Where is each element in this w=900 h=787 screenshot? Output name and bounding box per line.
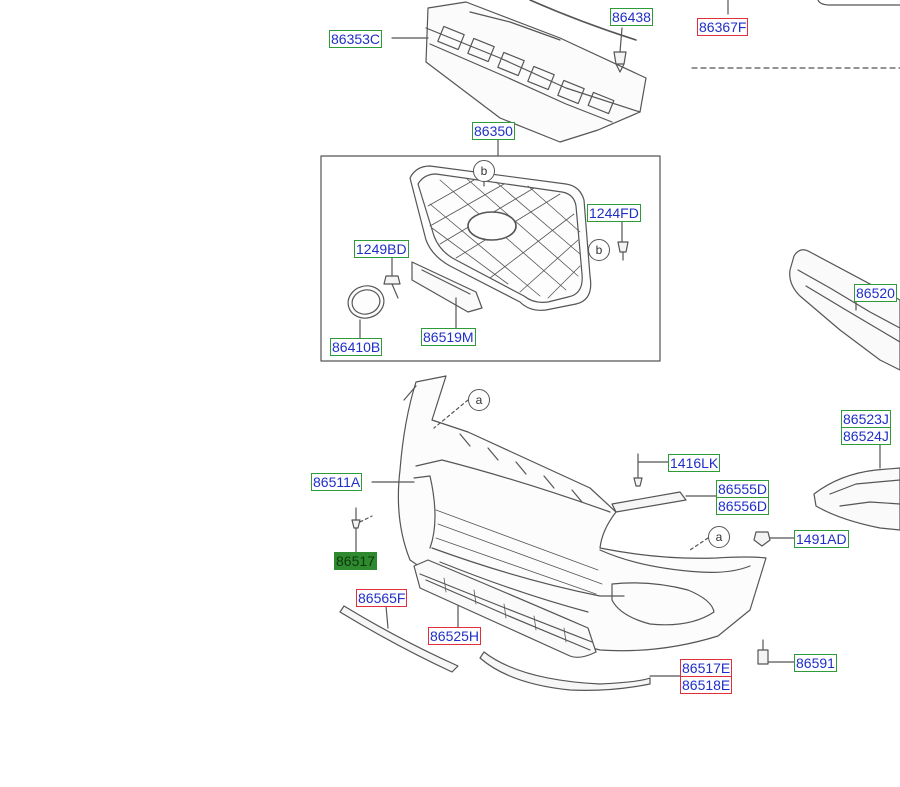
part-label-86555D[interactable]: 86555D — [716, 480, 770, 498]
ref-circle-a-right: a — [708, 526, 730, 548]
bolt-1249BD — [384, 276, 400, 284]
ref-circle-b-clip: b — [588, 239, 610, 261]
grille-carrier-86353C — [426, 2, 646, 142]
part-label-86353C[interactable]: 86353C — [329, 30, 383, 48]
part-label-86438[interactable]: 86438 — [610, 8, 653, 26]
clip-86438 — [614, 52, 626, 64]
part-label-86525H[interactable]: 86525H — [428, 627, 482, 645]
clip-1416LK — [634, 478, 642, 486]
part-label-86518E[interactable]: 86518E — [680, 676, 733, 694]
part-label-1416LK[interactable]: 1416LK — [668, 454, 721, 472]
part-label-86519M[interactable]: 86519M — [421, 328, 476, 346]
bumper-cover-86511A — [398, 376, 766, 651]
clip-86438-tip — [616, 64, 624, 72]
leader-86438 — [620, 28, 622, 52]
part-label-86591[interactable]: 86591 — [794, 654, 837, 672]
leader-86565F — [386, 606, 388, 628]
bracket-86519M — [412, 262, 482, 312]
part-label-86511A[interactable]: 86511A — [311, 473, 363, 491]
subassembly-corner — [818, 0, 900, 5]
part-label-1244FD[interactable]: 1244FD — [587, 204, 641, 222]
part-label-86565F[interactable]: 86565F — [356, 589, 408, 607]
ref-circle-a-top: a — [468, 389, 490, 411]
part-label-1491AD[interactable]: 1491AD — [794, 530, 849, 548]
part-label-86410B[interactable]: 86410B — [330, 338, 383, 356]
part-label-86556D[interactable]: 86556D — [716, 497, 770, 515]
part-label-86524J[interactable]: 86524J — [841, 427, 891, 445]
grille-86350 — [410, 166, 591, 310]
screw-86591 — [758, 650, 768, 664]
ref-circle-b-grille: b — [473, 160, 495, 182]
part-label-86517E[interactable]: 86517E — [680, 659, 733, 677]
emblem-86410B — [344, 282, 387, 322]
fog-cover-86523J — [814, 468, 900, 530]
nut-1491AD — [754, 532, 770, 546]
grille-box-frame — [321, 156, 660, 361]
part-label-86523J[interactable]: 86523J — [841, 410, 891, 428]
part-label-86520[interactable]: 86520 — [854, 284, 897, 302]
leader-a-top — [434, 400, 468, 428]
part-label-86517[interactable]: 86517 — [334, 552, 377, 570]
lower-moulding-86517E — [480, 652, 650, 690]
garnish-86555D — [612, 492, 686, 512]
lower-lip-86525H — [414, 560, 596, 657]
trim-strip-86438 — [530, 0, 636, 40]
side-strip-86565F — [340, 606, 458, 672]
part-label-86367F[interactable]: 86367F — [697, 18, 749, 36]
part-label-1249BD[interactable]: 1249BD — [354, 240, 409, 258]
leader-a-right — [690, 538, 708, 550]
part-label-86350[interactable]: 86350 — [472, 122, 515, 140]
pin-86517 — [352, 520, 360, 528]
screw-1244FD — [618, 242, 628, 252]
